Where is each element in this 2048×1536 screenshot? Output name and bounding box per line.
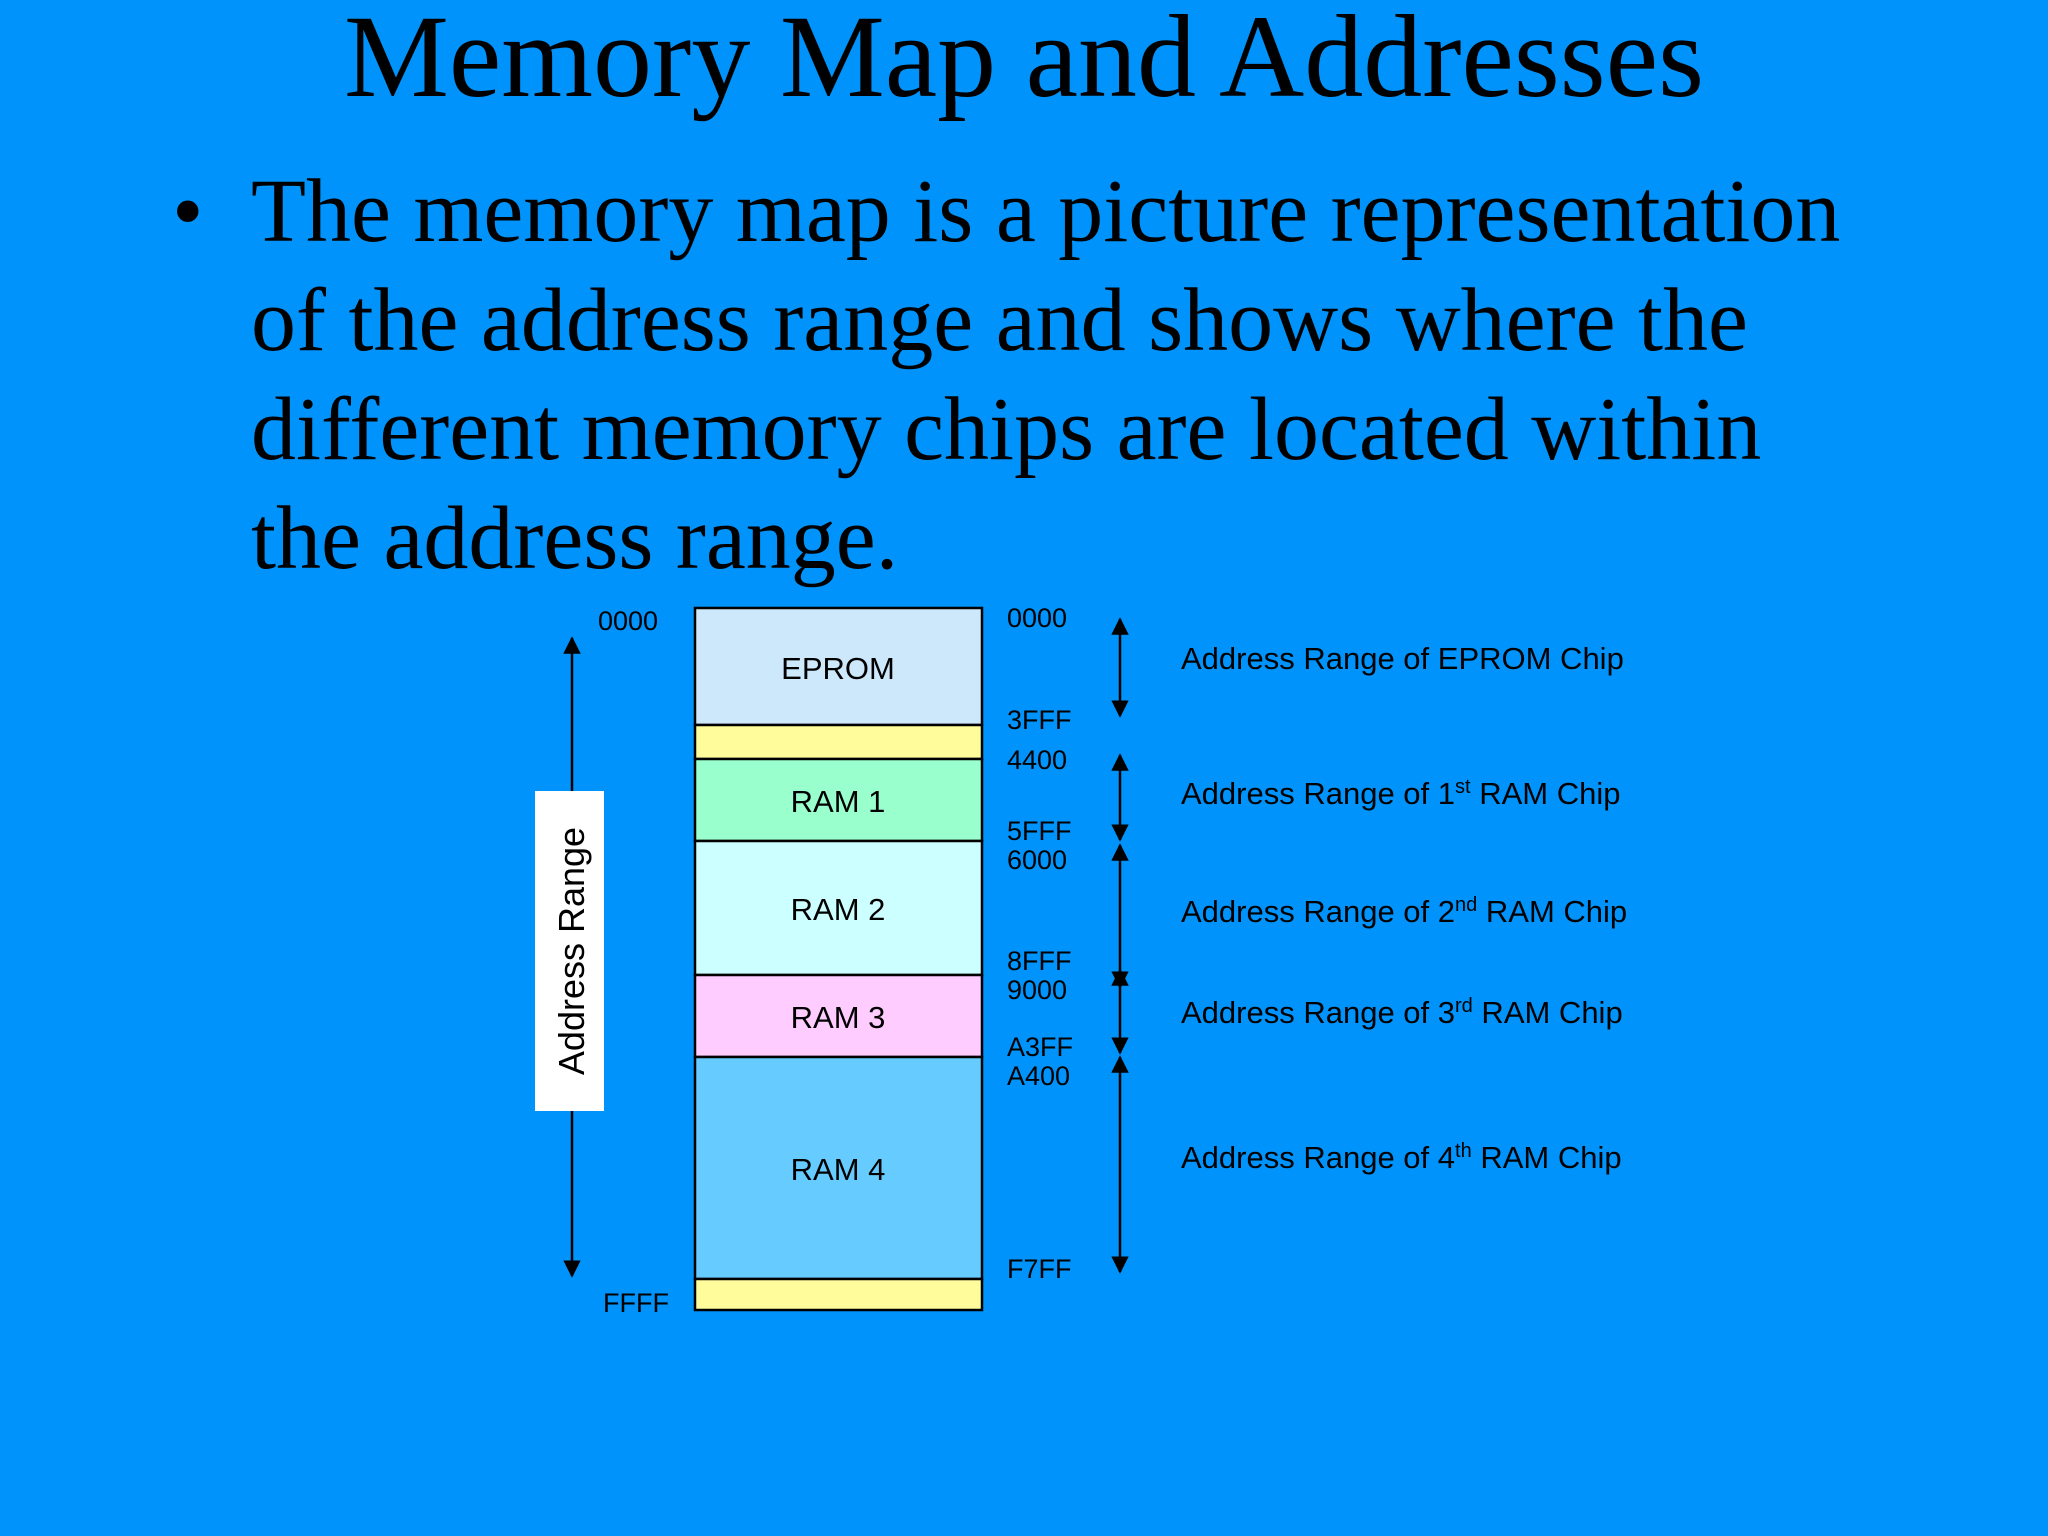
block-label-ram1: RAM 1 bbox=[791, 784, 886, 819]
bullet-line: of the address range and shows where the bbox=[251, 271, 1748, 370]
memory-block-gap-2 bbox=[693, 1277, 984, 1312]
address-label: A400 bbox=[1007, 1061, 1070, 1091]
address-range-label-box bbox=[535, 791, 604, 1111]
axis-start-label: 0000 bbox=[598, 606, 658, 636]
address-range-label: Address Range bbox=[551, 827, 592, 1075]
bullet-line: the address range. bbox=[251, 489, 899, 588]
axis-end-label: FFFF bbox=[603, 1288, 669, 1318]
memory-block-ram3 bbox=[693, 973, 984, 1059]
address-label: A3FF bbox=[1007, 1032, 1073, 1062]
range-description-eprom: Address Range of EPROM Chip bbox=[1181, 641, 1624, 676]
range-description-ram1: Address Range of 1st RAM Chip bbox=[1181, 776, 1620, 811]
slide-title: Memory Map and Addresses bbox=[343, 0, 1705, 122]
address-label: 4400 bbox=[1007, 745, 1067, 775]
memory-block-gap-1 bbox=[693, 723, 984, 761]
bullet-line: different memory chips are located withi… bbox=[251, 380, 1762, 479]
address-label: F7FF bbox=[1007, 1254, 1072, 1284]
address-label: 5FFF bbox=[1007, 816, 1072, 846]
block-label-eprom: EPROM bbox=[781, 651, 895, 686]
memory-block-ram1 bbox=[693, 757, 984, 843]
address-label: 9000 bbox=[1007, 975, 1067, 1005]
block-label-ram2: RAM 2 bbox=[791, 892, 886, 927]
address-label: 8FFF bbox=[1007, 946, 1072, 976]
range-description-ram4: Address Range of 4th RAM Chip bbox=[1181, 1140, 1622, 1175]
bullet-line: The memory map is a picture representati… bbox=[251, 162, 1841, 261]
address-label: 6000 bbox=[1007, 845, 1067, 875]
bullet-icon: • bbox=[172, 162, 204, 261]
range-description-ram3: Address Range of 3rd RAM Chip bbox=[1181, 995, 1623, 1030]
block-label-ram3: RAM 3 bbox=[791, 1000, 886, 1035]
address-label: 3FFF bbox=[1007, 705, 1072, 735]
range-description-ram2: Address Range of 2nd RAM Chip bbox=[1181, 894, 1627, 929]
memory-block-ram4 bbox=[693, 1055, 984, 1281]
memory-block-eprom bbox=[693, 606, 984, 727]
bullet-text: The memory map is a picture representati… bbox=[251, 157, 1931, 593]
memory-block-ram2 bbox=[693, 839, 984, 977]
block-label-ram4: RAM 4 bbox=[791, 1152, 886, 1187]
address-label: 0000 bbox=[1007, 603, 1067, 633]
